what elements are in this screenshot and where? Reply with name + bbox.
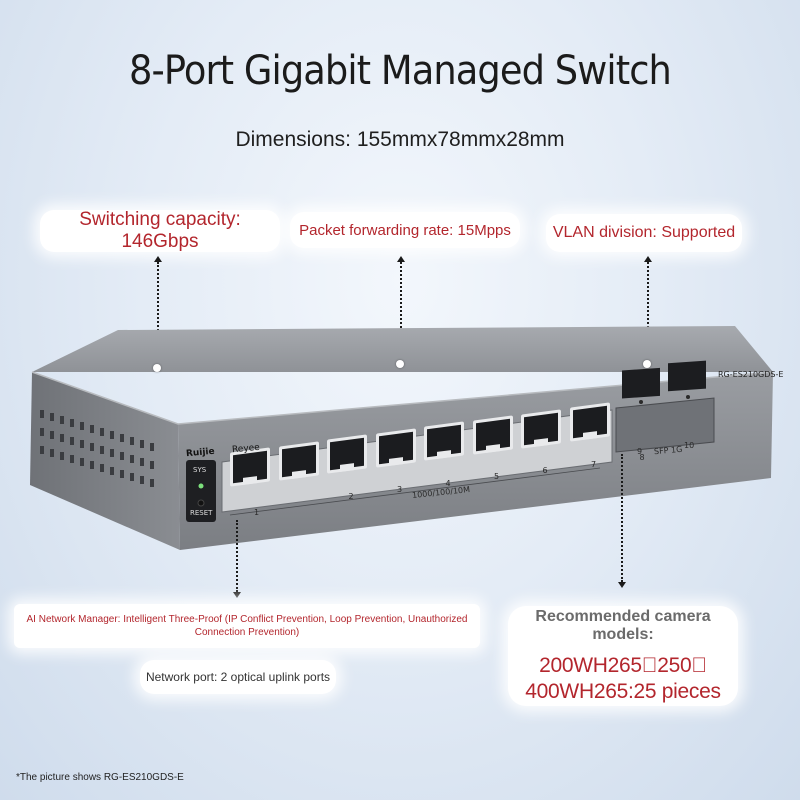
ai-manager-callout: AI Network Manager: Intelligent Three-Pr…	[14, 604, 480, 648]
network-port-callout: Network port: 2 optical uplink ports	[140, 660, 336, 694]
brand-ruijie-logo: Ruijie	[185, 446, 216, 460]
page-title: 8-Port Gigabit Managed Switch	[129, 48, 672, 94]
vlan-text: VLAN division: Supported	[552, 224, 736, 241]
rj45-port-latch	[437, 450, 451, 460]
rj45-port	[569, 402, 610, 442]
leader-line-switching	[154, 256, 162, 366]
packet-forwarding-text: Packet forwarding rate: 15Mpps	[299, 221, 511, 239]
rj45-port-latch	[534, 437, 548, 447]
rj45-port-latch	[291, 469, 306, 479]
rj45-port-latch	[485, 444, 500, 453]
sfp-port-number: 9	[637, 447, 643, 456]
speed-label: 1000/100/10M	[411, 484, 471, 501]
camera-line-2: 400WH265:25 pieces	[525, 680, 721, 703]
callout-dot-switching	[153, 364, 161, 372]
rj45-port-latch	[388, 456, 403, 466]
ai-manager-text-line1: AI Network Manager: Intelligent Three-Pr…	[26, 614, 468, 625]
camera-title: Recommended camera models:	[535, 608, 711, 643]
leader-line-forwarding	[397, 256, 405, 364]
rj45-port-latch	[243, 476, 257, 485]
port-number: 7	[591, 459, 597, 469]
port-number: 1	[254, 508, 260, 517]
rj45-port	[327, 434, 367, 474]
callout-dot-vlan	[643, 360, 651, 368]
dimensions-text: Dimensions: 155mmx78mmx28mm	[235, 128, 565, 151]
camera-line-1: 200WH265 250 	[539, 654, 707, 677]
rj45-port	[424, 421, 464, 462]
port-number: 4	[445, 478, 451, 488]
sfp-port-number: 10	[684, 441, 695, 450]
sfp-label: SFP 1G	[653, 444, 683, 457]
port-number: 8	[639, 453, 645, 463]
packet-forwarding-callout: Packet forwarding rate: 15Mpps	[290, 212, 520, 248]
footnote: *The picture shows RG-ES210GDS-E	[16, 772, 184, 783]
leader-line-vlan	[644, 256, 652, 364]
leader-line-camera	[618, 454, 626, 588]
rj45-port	[375, 428, 416, 468]
sys-label: SYS	[193, 466, 207, 474]
rj45-port	[278, 440, 319, 481]
switching-capacity-text: Switching capacity: 146Gbps	[79, 209, 241, 252]
leader-line-ai-manager	[233, 520, 241, 598]
port-number: 5	[494, 472, 500, 482]
rj45-port	[521, 408, 561, 449]
network-port-text: Network port: 2 optical uplink ports	[145, 670, 331, 684]
callout-dot-forwarding	[396, 360, 404, 368]
port-number: 6	[542, 465, 548, 475]
rj45-port	[472, 415, 513, 455]
rj45-port-latch	[582, 431, 597, 441]
ai-manager-text-line2: Connection Prevention)	[194, 627, 300, 638]
camera-callout: Recommended camera models: 200WH265 250 …	[508, 606, 738, 706]
reset-label: RESET	[190, 509, 213, 517]
port-number: 3	[397, 485, 403, 495]
rj45-port-latch	[340, 463, 354, 473]
switching-capacity-callout: Switching capacity: 146Gbps	[40, 209, 280, 252]
vlan-callout: VLAN division: Supported	[546, 214, 742, 252]
port-number: 2	[348, 491, 354, 501]
model-label: RG-ES210GDS-E	[718, 370, 784, 379]
